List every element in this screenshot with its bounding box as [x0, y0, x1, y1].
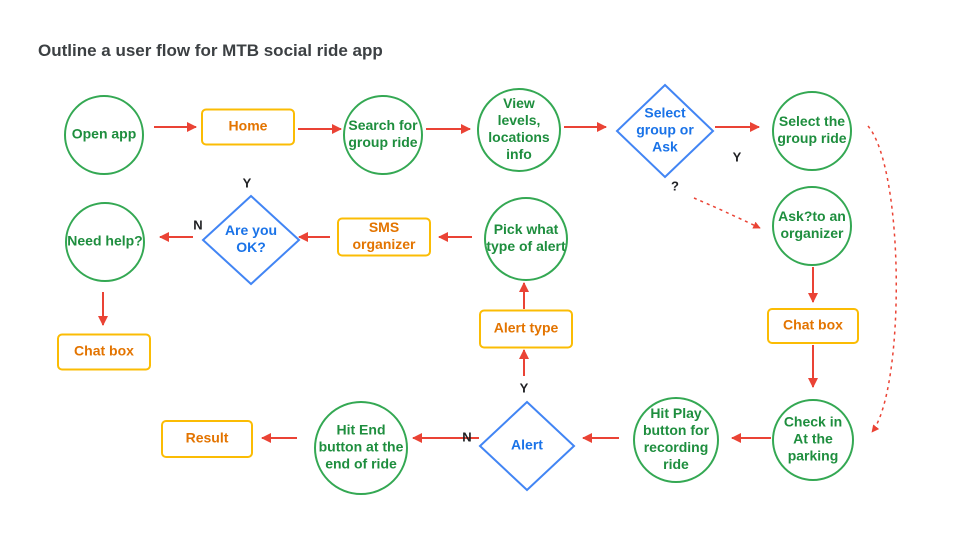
rect-shape — [479, 309, 573, 349]
node-label: organizer — [780, 225, 844, 241]
node-alert: Alert — [478, 400, 576, 492]
circle-shape — [65, 202, 145, 282]
circle-shape — [772, 91, 852, 171]
node-label: Are you — [225, 222, 277, 238]
node-label: Ask?to an — [778, 208, 846, 224]
node-label: levels, — [498, 112, 541, 128]
node-result: Result — [161, 420, 253, 458]
circle-shape — [314, 401, 408, 495]
node-label: button for — [643, 422, 710, 438]
node-label: Select the — [779, 113, 845, 129]
node-label: end of ride — [325, 456, 397, 472]
circle-shape — [64, 95, 144, 175]
node-label: Hit End — [337, 422, 386, 438]
circle-shape — [343, 95, 423, 175]
node-home: Home — [201, 108, 295, 146]
node-label: group or — [636, 122, 694, 138]
node-label: Search for — [348, 117, 418, 133]
edge-label-ok-yes: Y — [243, 175, 252, 190]
circle-shape — [772, 399, 854, 481]
rect-shape — [161, 420, 253, 458]
node-label: Open app — [72, 126, 137, 142]
node-label: At the — [793, 431, 833, 447]
node-label: Home — [229, 118, 268, 134]
circle-shape — [633, 397, 719, 483]
node-label: parking — [788, 448, 839, 464]
node-label: View — [503, 95, 535, 111]
node-label: type of alert — [486, 238, 566, 254]
node-label: Select — [644, 105, 686, 121]
node-open-app: Open app — [64, 95, 144, 175]
circle-shape — [484, 197, 568, 281]
node-label: SMS — [369, 219, 399, 235]
node-label: Ask — [652, 139, 678, 155]
node-label: Pick what — [494, 221, 559, 237]
node-label: group ride — [348, 134, 417, 150]
edge-label-alert-yes: Y — [520, 380, 529, 395]
edge-label-alert-no: N — [462, 429, 471, 444]
node-label: Need help? — [67, 233, 142, 249]
node-label: Alert — [511, 437, 543, 453]
node-label: Chat box — [783, 317, 843, 333]
node-label: Alert type — [494, 320, 559, 336]
edge-label-select-yes: Y — [733, 149, 742, 164]
rect-shape — [767, 308, 859, 344]
flow-arrow — [693, 197, 761, 229]
page-title: Outline a user flow for MTB social ride … — [38, 41, 383, 60]
diamond-shape — [615, 83, 715, 179]
node-chat-box-left: Chat box — [57, 333, 151, 371]
flow-arrow — [867, 125, 898, 433]
rect-shape — [57, 333, 151, 371]
node-label: OK? — [236, 239, 266, 255]
rect-shape — [337, 217, 431, 257]
node-label: Chat box — [74, 343, 134, 359]
node-label: Hit Play — [650, 405, 702, 421]
circle-shape — [772, 186, 852, 266]
diamond-shape — [478, 400, 576, 492]
node-label: organizer — [352, 236, 416, 252]
diamond-shape — [201, 194, 301, 286]
node-alert-type: Alert type — [479, 309, 573, 349]
node-need-help: Need help? — [65, 202, 145, 282]
node-label: locations — [488, 129, 550, 145]
node-label: Result — [186, 430, 229, 446]
rect-shape — [201, 108, 295, 146]
edge-label-select-ask: ? — [671, 178, 679, 193]
circle-shape — [477, 88, 561, 172]
node-label: button at the — [319, 439, 404, 455]
node-chat-box-right: Chat box — [767, 308, 859, 344]
node-label: info — [506, 146, 532, 162]
node-label: ride — [663, 456, 689, 472]
edge-label-ok-no: N — [193, 217, 202, 232]
node-label: group ride — [777, 130, 846, 146]
node-label: Check in — [784, 414, 842, 430]
node-label: recording — [644, 439, 709, 455]
